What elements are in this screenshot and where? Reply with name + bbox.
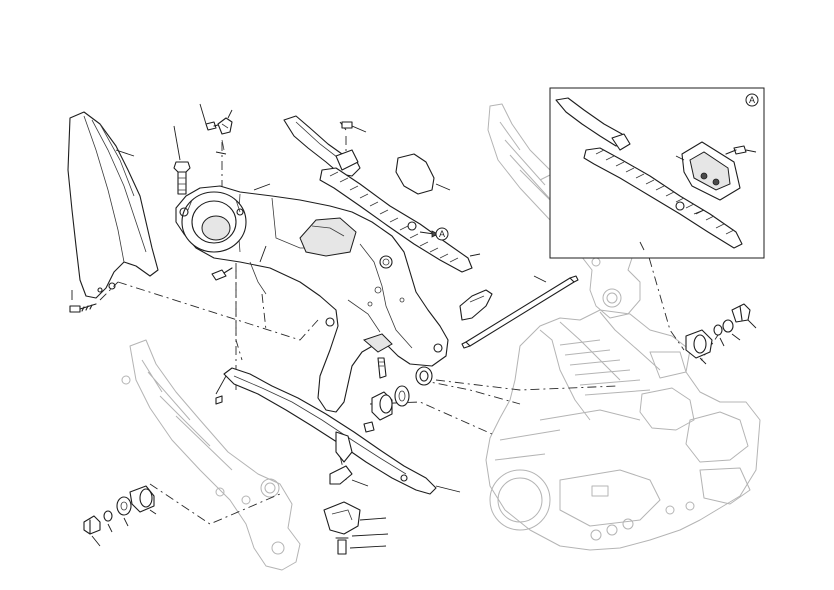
chain-guard-upper [283, 115, 367, 177]
lower-bracket-parts [323, 465, 389, 555]
detail-inset-A: A [549, 87, 765, 259]
callout-a-label: A [439, 229, 445, 239]
top-bolt-with-leader [173, 103, 223, 161]
single-sided-swingarm [175, 183, 449, 413]
pivot-axle-shaft [461, 275, 579, 349]
inset-connector [639, 241, 645, 251]
engine-ghost [485, 309, 761, 551]
chain-slider-A [319, 167, 481, 273]
sticker-pad [395, 153, 451, 195]
rear-hugger-mudguard [67, 111, 159, 299]
callout-A-main: A [419, 227, 449, 241]
spacer-washer-set [363, 357, 433, 433]
footpeg-hardware-right [685, 303, 757, 365]
lower-chain-guard [215, 367, 461, 495]
mudguard-screw [69, 290, 97, 313]
hose-clip [215, 109, 233, 155]
rubber-pad [459, 289, 493, 321]
pivot-cap-bolt [173, 161, 191, 195]
left-footpeg-hanger-ghost [121, 339, 301, 571]
inset-a-label: A [749, 95, 755, 105]
footpeg-hardware-left [83, 485, 157, 547]
